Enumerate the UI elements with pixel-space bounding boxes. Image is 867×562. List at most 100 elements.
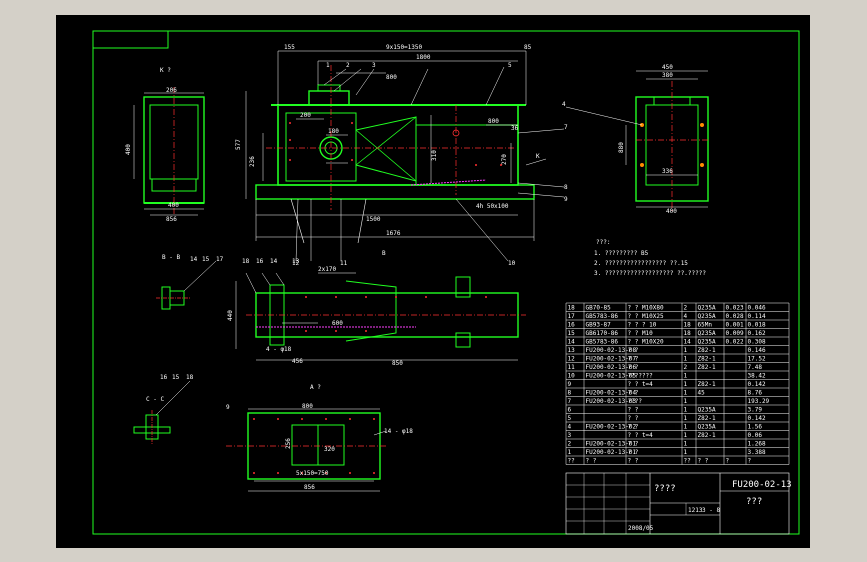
bom-cell: ? ? M10X80 (628, 305, 665, 312)
bom-cell: 1 (684, 415, 688, 422)
dim-k-856: 856 (166, 216, 177, 223)
bom-cell: 0.146 (748, 347, 766, 354)
bom-cell: 0.142 (748, 415, 766, 422)
bom-cell: 0.114 (748, 313, 766, 320)
callout-11: 11 (340, 260, 348, 267)
callout-15-bb: 15 (202, 256, 210, 263)
k-arrow-label: K (536, 153, 540, 160)
bom-cell: 0.028 (726, 313, 744, 320)
dim-a-800: 800 (302, 403, 313, 410)
bom-cell: 0.009 (726, 330, 744, 337)
bom-cell: 2 (684, 305, 688, 312)
title-block: ???? FU200-02-13 ??? 1213 3 - 8 2008/05 (565, 472, 792, 535)
bom-cell: GB70-85 (586, 305, 612, 312)
callout-3: 3 (372, 62, 376, 69)
dim-k-400: 400 (168, 202, 179, 209)
bom-cell: 65Mn (698, 322, 713, 329)
bom-cell: 18 (684, 322, 692, 329)
side-view: 450 380 336 400 880 4 (562, 64, 709, 215)
dim-side-400: 400 (666, 208, 677, 215)
front-view: 9x150=1350 1800 800 155 85 577 236 310 2… (235, 44, 568, 267)
bom-cell: 1 (684, 424, 688, 431)
bom-cell: 4 (568, 424, 572, 431)
callout-10: 10 (508, 260, 516, 267)
callout-17-bb: 17 (216, 256, 224, 263)
dim-336: 336 (662, 168, 673, 175)
dim-270: 270 (501, 154, 508, 165)
dim-a-320: 320 (324, 446, 335, 453)
dim-850: 850 (392, 360, 403, 367)
callout-7: 7 (564, 124, 568, 131)
bom-cell: 17.52 (748, 356, 766, 363)
dim-4phi18: 4 - φ18 (266, 346, 292, 353)
dim-206: 206 (166, 87, 177, 94)
bom-cell: 0.018 (748, 322, 766, 329)
dim-256: 256 (285, 438, 292, 449)
bom-cell: 3.79 (748, 407, 763, 414)
plan-view: 440 456 850 600 2x170 4 - φ18 18 16 14 1… (227, 258, 526, 367)
callout-18-cc: 18 (186, 374, 194, 381)
note-2: 2. ????????????????? ??.15 (594, 260, 688, 267)
dim-800: 800 (386, 74, 397, 81)
bom-header-cell: ? ? (586, 458, 597, 465)
bom-cell: 1 (684, 449, 688, 456)
bom-cell: Z82-1 (698, 381, 716, 388)
drawing-sheet: 9x150=1350 1800 800 155 85 577 236 310 2… (56, 15, 810, 548)
dim-1676: 1676 (386, 230, 401, 237)
callout-18-plan: 18 (242, 258, 250, 265)
title-block-name: ???? (654, 484, 676, 494)
bom-header-cell: ? ? (628, 458, 639, 465)
dim-85: 85 (524, 44, 532, 51)
bom-cell: GB5783-86 (586, 339, 619, 346)
dim-200: 200 (300, 112, 311, 119)
bom-header-cell: ? ? (698, 458, 709, 465)
bom-cell: 15 (568, 330, 576, 337)
bom-cell: 2 (568, 441, 572, 448)
bom-cell: 1 (568, 449, 572, 456)
bom-cell: Z82-1 (698, 364, 716, 371)
dim-155: 155 (284, 44, 295, 51)
bom-cell: 14 (684, 339, 692, 346)
bom-cell: Q235A (698, 407, 716, 414)
dim-180: 180 (328, 128, 339, 135)
bom-cell: 1 (684, 432, 688, 439)
bom-header-cell: ? (748, 458, 752, 465)
dim-800-right: 800 (488, 118, 499, 125)
bom-cell: ? ? M10X25 (628, 313, 665, 320)
bom-cell: 10 (568, 373, 576, 380)
bom-cell: 18 (684, 330, 692, 337)
bom-cell: ? ? (628, 364, 639, 371)
note-1: 1. ????????? B5 (594, 250, 649, 257)
section-c-c: C - C 16 15 18 (133, 374, 194, 445)
bom-cell: Q235A (698, 330, 716, 337)
bom-cell: 1 (684, 381, 688, 388)
dim-236: 236 (249, 156, 256, 167)
corner-code-box (92, 30, 169, 49)
dim-5x150: 5x150=750 (296, 470, 329, 477)
dim-2x170: 2x170 (318, 266, 336, 273)
bom-cell: 12 (568, 356, 576, 363)
bom-cell: GB6170-86 (586, 330, 619, 337)
drawing-border (92, 30, 800, 535)
bom-cell: ? ? t=4 (628, 432, 654, 439)
bom-cell: FU200-02-13-05 (586, 373, 637, 380)
technical-notes: ???: 1. ????????? B5 2. ????????????????… (594, 239, 706, 277)
b-arrow-label: B (382, 250, 386, 257)
bom-cell: ? ? (628, 441, 639, 448)
bom-cell: ? ? (628, 390, 639, 397)
bom-cell: 1.56 (748, 424, 763, 431)
bom-cell: 1 (684, 398, 688, 405)
bom-cell: 7.48 (748, 364, 763, 371)
view-k-title: K ? (160, 67, 171, 74)
dim-a-28: 9 (226, 404, 230, 411)
dim-1800: 1800 (416, 54, 431, 61)
bom-cell: ? ? ? 10 (628, 322, 657, 329)
bom-cell: Z82-1 (698, 356, 716, 363)
bom-cell: 1 (684, 356, 688, 363)
bom-cell: 0.022 (726, 339, 744, 346)
dim-14phi18: 14 - φ18 (384, 428, 413, 435)
bom-cell: 0.308 (748, 339, 766, 346)
bom-cell: 0.06 (748, 432, 763, 439)
bom-cell: 7 (568, 398, 572, 405)
